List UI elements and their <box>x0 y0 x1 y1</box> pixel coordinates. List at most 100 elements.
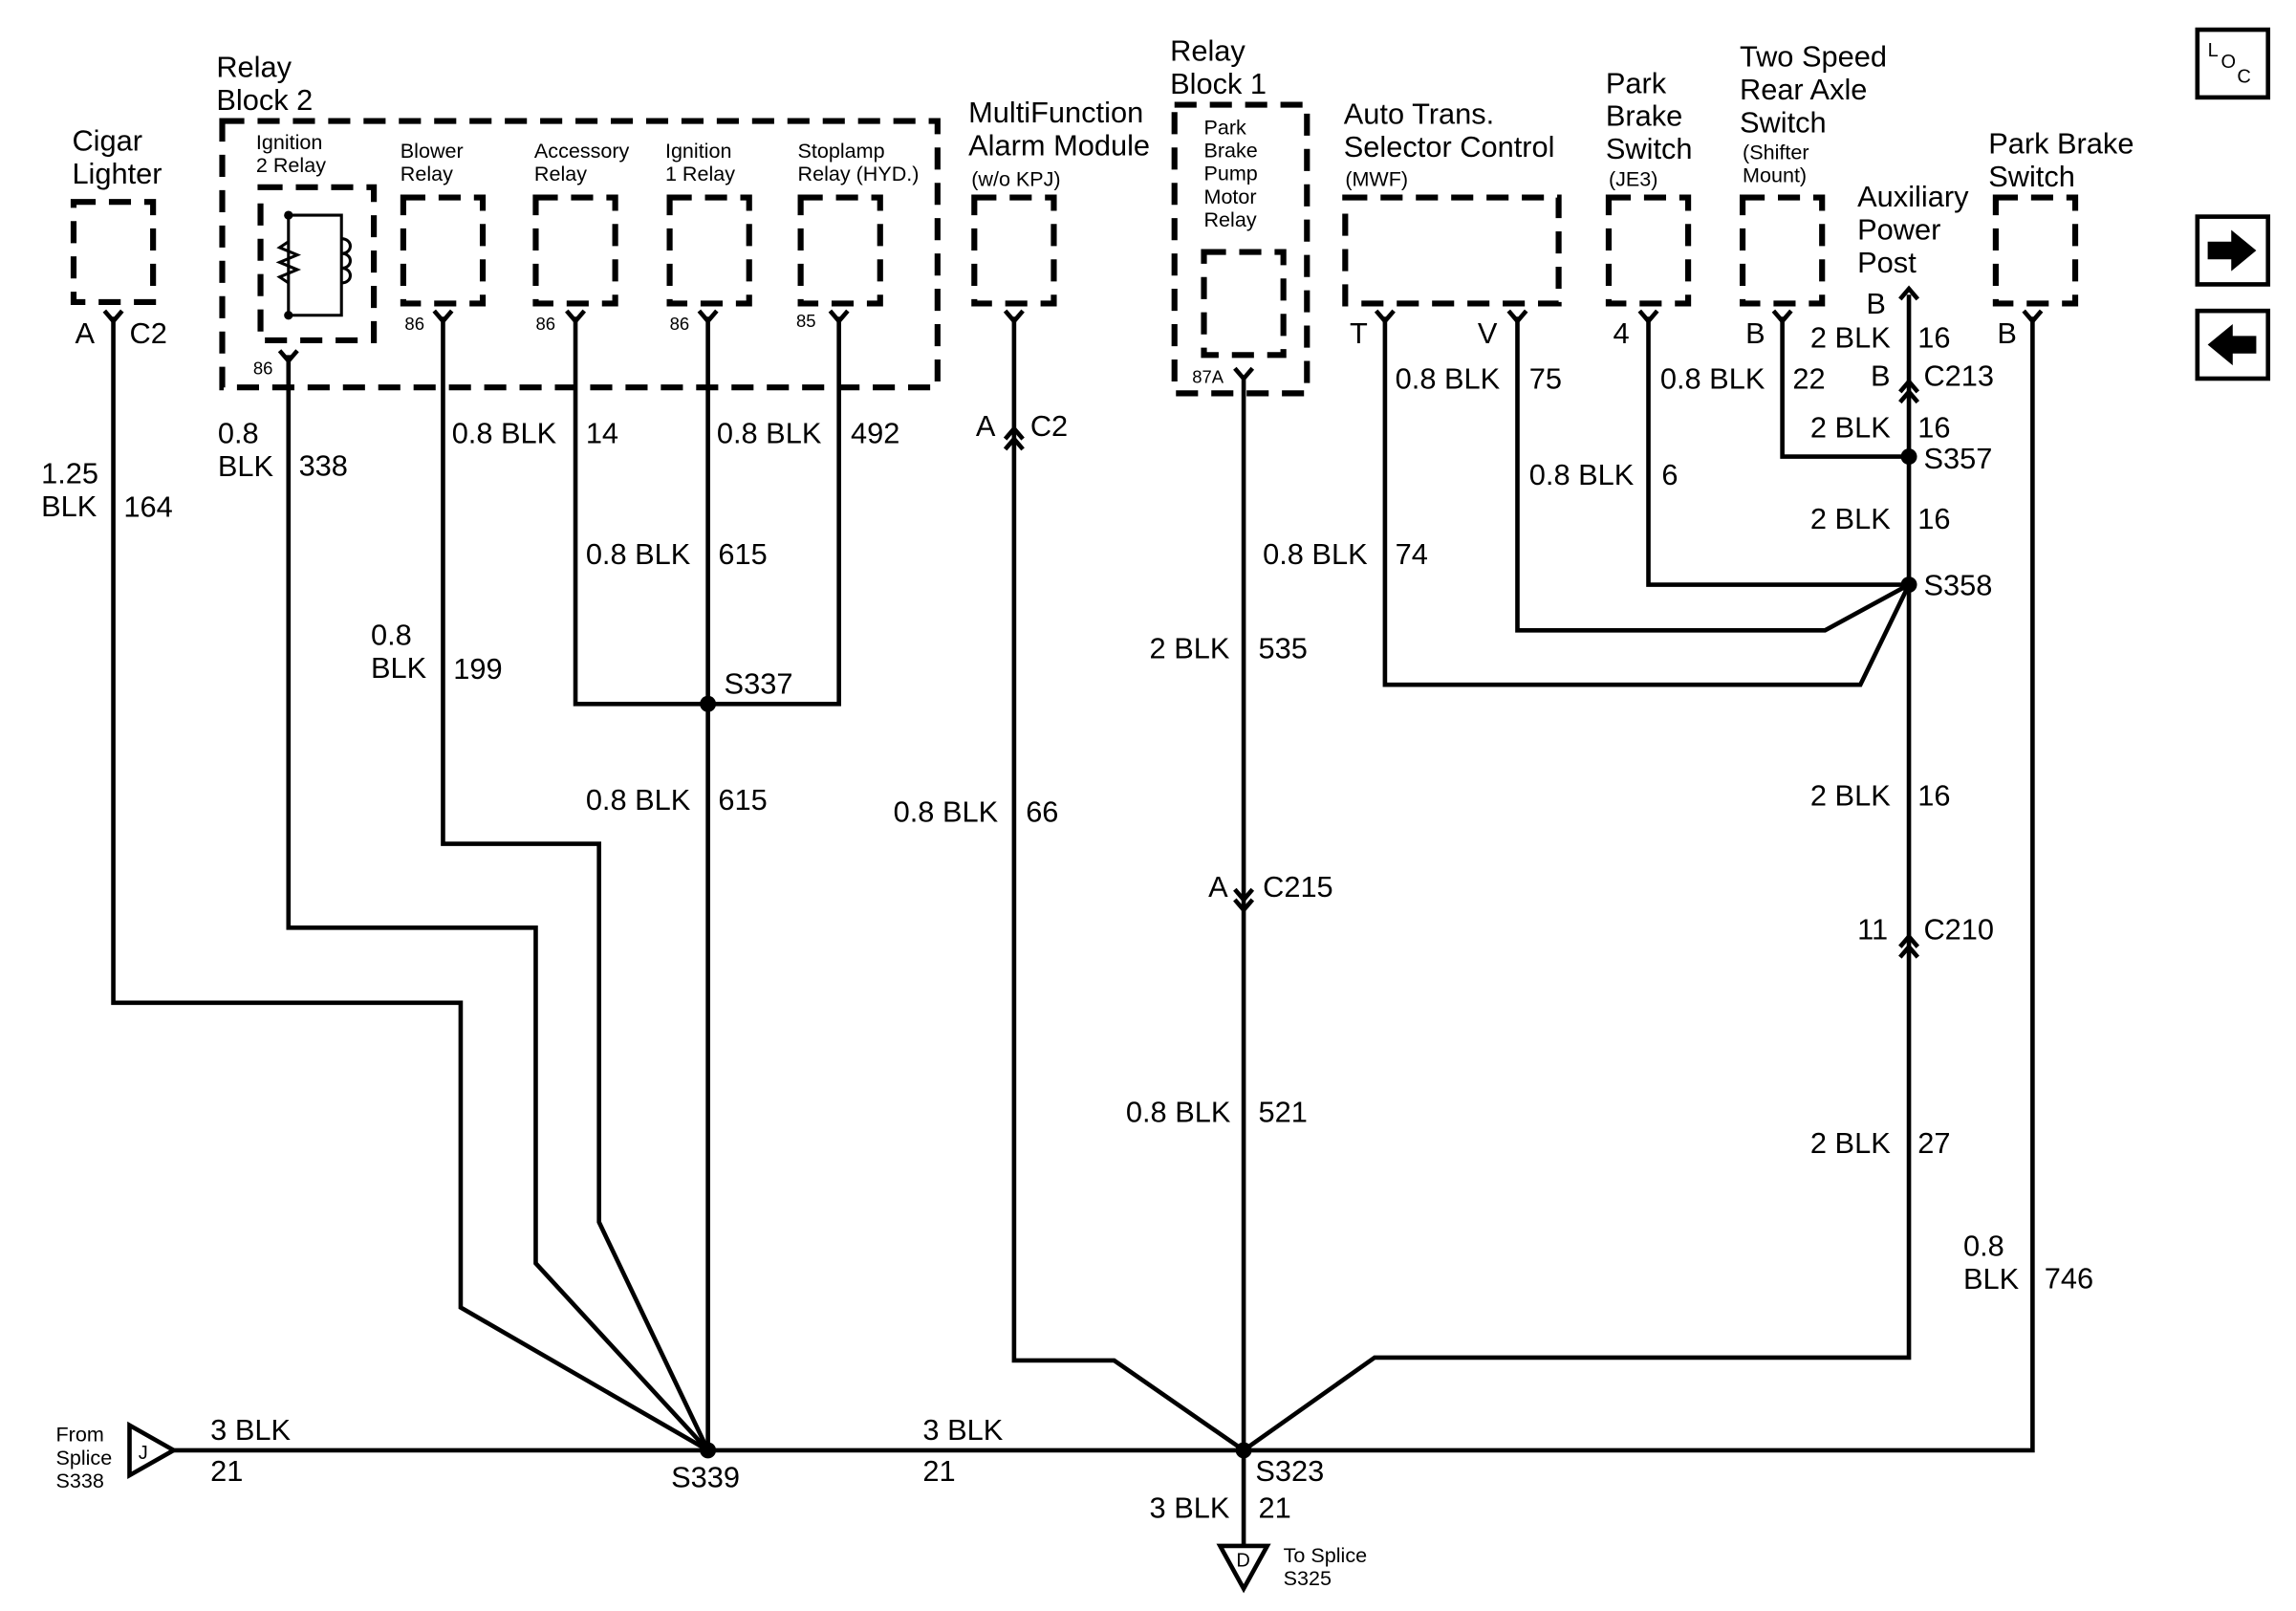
wire-16b-gauge: 2 BLK <box>1810 411 1891 445</box>
pin-mark <box>565 309 587 325</box>
splice-s339-dot <box>700 1442 717 1459</box>
blower-relay-pin: 86 <box>404 314 424 334</box>
wire-75-gauge: 0.8 BLK <box>1396 362 1501 396</box>
inline-connector-c210 <box>1898 932 1920 959</box>
wire-27-gauge: 2 BLK <box>1810 1126 1891 1160</box>
pin-mark <box>1771 309 1793 325</box>
wire-27-circuit: 27 <box>1917 1126 1950 1160</box>
wire-21a-circuit: 21 <box>210 1454 243 1488</box>
connector-c213-name: C213 <box>1923 359 1994 393</box>
to-splice-letter: D <box>1236 1551 1249 1572</box>
auto-trans-pin-t: T <box>1350 316 1368 350</box>
wire-22-circuit: 22 <box>1792 362 1825 396</box>
pin-mark <box>828 309 850 325</box>
inline-connector-c2 <box>1003 425 1025 451</box>
pin-mark <box>102 309 124 325</box>
cigar-lighter-connector: C2 <box>129 316 166 350</box>
pin-mark <box>1374 309 1396 325</box>
wire-66-circuit: 66 <box>1026 795 1058 828</box>
pin-mark <box>1506 309 1528 325</box>
park-brake-switch-pin: B <box>1997 316 2017 350</box>
two-speed-axle-pin: B <box>1745 316 1765 350</box>
wire-66 <box>1011 316 1245 1452</box>
connector-c210-name: C210 <box>1923 913 1994 947</box>
wire-27 <box>1242 294 1912 1452</box>
connector-c215-pin: A <box>1208 870 1228 903</box>
wire-746-circuit: 746 <box>2045 1262 2093 1295</box>
wire-16b-circuit: 16 <box>1917 411 1950 445</box>
previous-page-button[interactable] <box>2195 308 2271 381</box>
pin-mark <box>1233 366 1255 382</box>
wire-164-circuit: 164 <box>123 490 172 524</box>
wire-338-circuit: 338 <box>299 449 348 483</box>
arrow-right-icon <box>2207 229 2257 272</box>
wire-74-gauge: 0.8 BLK <box>1263 537 1368 571</box>
wire-21b-gauge: 3 BLK <box>922 1413 1003 1447</box>
wire-22 <box>1780 316 1910 459</box>
wire-535-circuit: 535 <box>1258 632 1307 665</box>
aux-power-pin: B <box>1866 287 1886 320</box>
auto-trans-pin-v: V <box>1478 316 1498 350</box>
inline-connector-c213 <box>1898 378 1920 404</box>
accessory-relay-pin: 86 <box>535 314 555 334</box>
wire-615a-circuit: 615 <box>718 537 767 571</box>
splice-s358-dot <box>1900 577 1917 594</box>
pin-mark <box>1637 309 1659 325</box>
inline-connector-c215 <box>1233 887 1255 914</box>
wire-746 <box>1244 316 2035 1453</box>
park-brake-je3-sub: (JE3) <box>1609 166 1657 190</box>
connector-c2-name: C2 <box>1030 409 1068 443</box>
splice-s358: S358 <box>1923 568 1992 601</box>
wire-164 <box>111 316 709 1452</box>
splice-s323-dot <box>1235 1442 1252 1459</box>
pin-mark <box>432 309 454 325</box>
loc-button[interactable]: L O C <box>2195 27 2271 100</box>
wire-16d-gauge: 2 BLK <box>1810 779 1891 813</box>
splice-s357: S357 <box>1923 442 1992 475</box>
stoplamp-relay-pin: 85 <box>796 311 816 331</box>
pin-mark <box>1898 285 1920 301</box>
wires <box>111 294 2035 1546</box>
wire-16a-gauge: 2 BLK <box>1810 321 1891 355</box>
pin-mark <box>2022 309 2044 325</box>
wire-16c-gauge: 2 BLK <box>1810 502 1891 535</box>
connector-c2-pin: A <box>976 409 996 443</box>
park-brake-je3-pin: 4 <box>1614 316 1630 350</box>
wire-615b-circuit: 615 <box>718 783 767 816</box>
connector-c215-name: C215 <box>1263 870 1333 903</box>
next-page-button[interactable] <box>2195 214 2271 287</box>
auto-trans-selector-control[interactable]: Auto Trans.Selector Control (MWF) T V <box>1342 98 1562 350</box>
wire-75 <box>1515 316 1911 633</box>
wire-521-circuit: 521 <box>1258 1096 1307 1129</box>
